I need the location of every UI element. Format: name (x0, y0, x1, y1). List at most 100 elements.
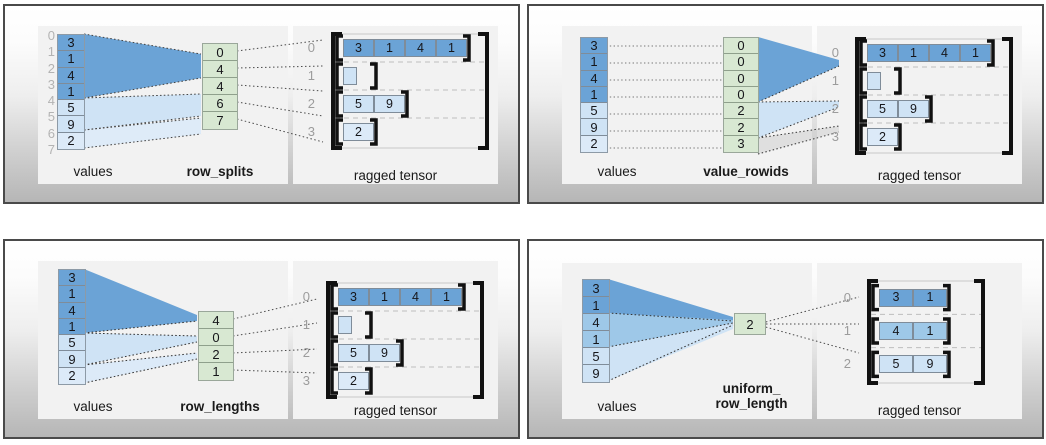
index-label: 1 (47, 44, 55, 60)
ragged-label-value-rowids: ragged tensor (877, 168, 962, 183)
partition-cell: 2 (199, 346, 233, 363)
value-cell: 4 (583, 314, 609, 331)
bracket (365, 311, 373, 339)
bracket (401, 90, 409, 118)
ragged-cell: 1 (913, 322, 947, 340)
empty-row-placeholder (867, 72, 881, 90)
bracket (894, 123, 902, 151)
bracket (335, 118, 343, 146)
ragged-cell: 9 (374, 95, 405, 113)
ragged-cell: 1 (374, 39, 405, 57)
value-cell: 4 (59, 302, 85, 319)
value-cell: 4 (581, 70, 607, 87)
bracket (871, 283, 879, 312)
ragged-cell: 4 (405, 39, 436, 57)
value-cell: 9 (59, 351, 85, 368)
bracket (365, 367, 373, 395)
bracket (871, 317, 879, 345)
ragged-row-index: 2 (831, 101, 839, 116)
value-cell: 9 (583, 365, 609, 382)
ragged-cell: 4 (879, 322, 913, 340)
ragged-cell: 5 (879, 355, 913, 374)
empty-row-placeholder (338, 316, 352, 334)
ragged-cell: 5 (867, 100, 898, 118)
value-cell: 4 (58, 67, 84, 84)
index-label: 5 (47, 109, 55, 125)
bracket (855, 37, 866, 155)
value-cell: 1 (58, 83, 84, 101)
partition-cell: 4 (203, 61, 237, 78)
ragged-cell: 9 (913, 355, 947, 374)
partition-cell: 1 (199, 363, 233, 380)
partition-cell: 0 (199, 329, 233, 346)
ragged-label-uniform-row-length: ragged tensor (877, 403, 962, 418)
values-label-row-splits: values (73, 164, 113, 179)
ragged-row-index: 3 (302, 373, 310, 388)
connectors-row-lengths (83, 269, 318, 384)
ragged-cell: 1 (898, 44, 929, 62)
bracket (326, 281, 337, 399)
ragged-row-index: 0 (302, 289, 310, 304)
connectors-uniform-row-length (607, 279, 860, 382)
value-cell: 9 (581, 119, 607, 136)
partition-label-value-rowids: value_rowids (703, 164, 789, 179)
bracket (859, 95, 867, 123)
values-label-value-rowids: values (597, 164, 637, 179)
connectors-value-rowids (606, 37, 840, 155)
ragged-cell: 5 (338, 344, 369, 362)
ragged-cell: 4 (929, 44, 960, 62)
value-cell: 1 (583, 331, 609, 348)
index-label: 7 (47, 142, 55, 157)
bracket (335, 34, 343, 62)
bracket (943, 350, 951, 379)
ragged-tensor-brackets (331, 32, 489, 150)
bracket (396, 339, 404, 367)
value-cell: 9 (58, 116, 84, 133)
bracket (463, 34, 471, 62)
ragged-row-index: 2 (307, 96, 315, 111)
bracket (974, 279, 985, 385)
ragged-label-row-splits: ragged tensor (353, 168, 438, 183)
ragged-cell: 3 (879, 288, 913, 307)
value-cell: 3 (58, 35, 84, 52)
value-cell: 1 (583, 297, 609, 314)
ragged-label-row-lengths: ragged tensor (353, 403, 438, 418)
ragged-cell: 2 (343, 123, 374, 141)
ragged-cell: 1 (369, 288, 400, 306)
values-label-uniform-row-length: values (597, 399, 637, 414)
ragged-cell: 3 (338, 288, 369, 306)
bracket (867, 279, 878, 385)
partition-cell: 2 (724, 119, 758, 136)
partition-cell: 0 (724, 38, 758, 55)
value-cell: 1 (581, 54, 607, 71)
value-cell: 3 (581, 38, 607, 55)
bracket (458, 283, 466, 311)
ragged-cell: 1 (431, 288, 462, 306)
ragged-cell: 9 (369, 344, 400, 362)
partition-cell: 3 (724, 135, 758, 152)
bracket (330, 311, 338, 339)
bracket (331, 32, 342, 150)
value-cell: 2 (59, 367, 85, 384)
ragged-cell: 4 (400, 288, 431, 306)
ragged-tensor-brackets (326, 281, 484, 399)
index-label: 6 (47, 125, 55, 141)
value-cell: 1 (59, 318, 85, 336)
partition-cell: 0 (724, 70, 758, 87)
bracket (987, 39, 995, 67)
bracket (871, 350, 879, 379)
ragged-row-index: 0 (831, 45, 839, 60)
value-cell: 1 (59, 286, 85, 303)
